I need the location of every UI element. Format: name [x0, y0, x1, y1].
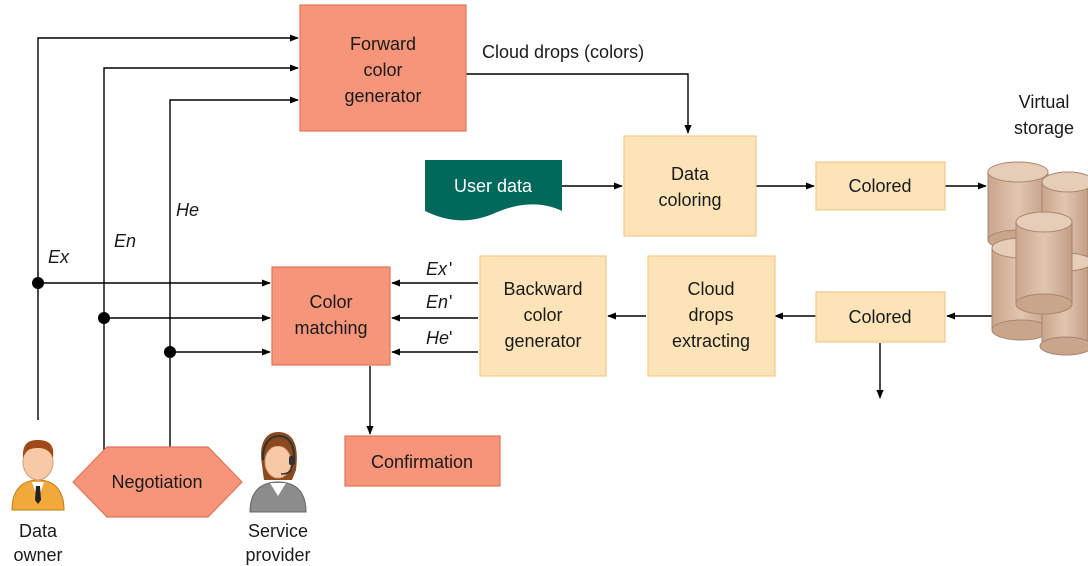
svg-text:He: He — [426, 328, 449, 348]
data-coloring-box: Data coloring — [623, 135, 757, 237]
cloud-drops-extracting-box: Cloud drops extracting — [647, 255, 776, 377]
headset-person-icon — [249, 432, 307, 513]
confirmation-label: Confirmation — [371, 452, 473, 472]
extracting-line-1: Cloud — [687, 279, 734, 299]
svg-text:En: En — [426, 292, 448, 312]
data-coloring-line-1: Data — [671, 164, 710, 184]
connector-lines — [32, 34, 992, 450]
confirmation-box: Confirmation — [344, 435, 501, 487]
colored-top-label: Colored — [848, 176, 911, 196]
negotiation-hexagon: Negotiation — [72, 446, 243, 518]
forward-color-generator-box: Forward color generator — [299, 4, 467, 132]
virtual-storage-line-1: Virtual — [1019, 92, 1070, 112]
virtual-storage-line-2: storage — [1014, 118, 1074, 138]
svg-text:Ex: Ex — [426, 259, 448, 279]
he-prime-label: He ' — [426, 328, 452, 348]
en-line-to-forward — [103, 64, 299, 450]
ex-label: Ex — [48, 247, 70, 267]
color-matching-line-1: Color — [309, 292, 352, 312]
data-coloring-line-2: coloring — [658, 190, 721, 210]
ex-line-to-forward — [37, 34, 299, 420]
colored-top-box: Colored — [815, 161, 946, 211]
data-owner-line-2: owner — [13, 545, 62, 565]
database-cylinders-icon — [987, 161, 1088, 356]
svg-text:': ' — [449, 328, 452, 348]
color-matching-box: Color matching — [271, 266, 391, 366]
colored-bottom-box: Colored — [815, 291, 946, 343]
extracting-line-3: extracting — [672, 331, 750, 351]
user-data-label: User data — [454, 176, 533, 196]
data-owner-line-1: Data — [19, 521, 58, 541]
forward-generator-line-3: generator — [344, 86, 421, 106]
backward-generator-line-3: generator — [504, 331, 581, 351]
ex-prime-label: Ex ' — [426, 259, 452, 279]
color-matching-line-2: matching — [294, 318, 367, 338]
ex-junction-dot — [32, 277, 44, 289]
en-label: En — [114, 231, 136, 251]
svg-text:': ' — [449, 259, 452, 279]
cloud-drops-line — [466, 73, 692, 134]
colored-bottom-label: Colored — [848, 307, 911, 327]
backward-color-generator-box: Backward color generator — [479, 255, 607, 377]
en-junction-dot — [98, 312, 110, 324]
backward-generator-line-2: color — [523, 305, 562, 325]
en-prime-label: En ' — [426, 292, 452, 312]
service-provider-line-1: Service — [248, 521, 308, 541]
negotiation-label: Negotiation — [111, 472, 202, 492]
person-icon — [11, 440, 65, 511]
service-provider-line-2: provider — [245, 545, 310, 565]
backward-generator-line-1: Backward — [503, 279, 582, 299]
cylinder-front — [1015, 211, 1073, 315]
forward-generator-line-2: color — [363, 60, 402, 80]
he-junction-dot — [164, 346, 176, 358]
extracting-line-2: drops — [688, 305, 733, 325]
cloud-drops-colors-label: Cloud drops (colors) — [482, 42, 644, 62]
svg-text:': ' — [449, 292, 452, 312]
forward-generator-line-1: Forward — [350, 34, 416, 54]
he-line-to-forward — [169, 96, 299, 450]
he-label: He — [176, 200, 199, 220]
user-data-shape: User data — [425, 160, 562, 221]
